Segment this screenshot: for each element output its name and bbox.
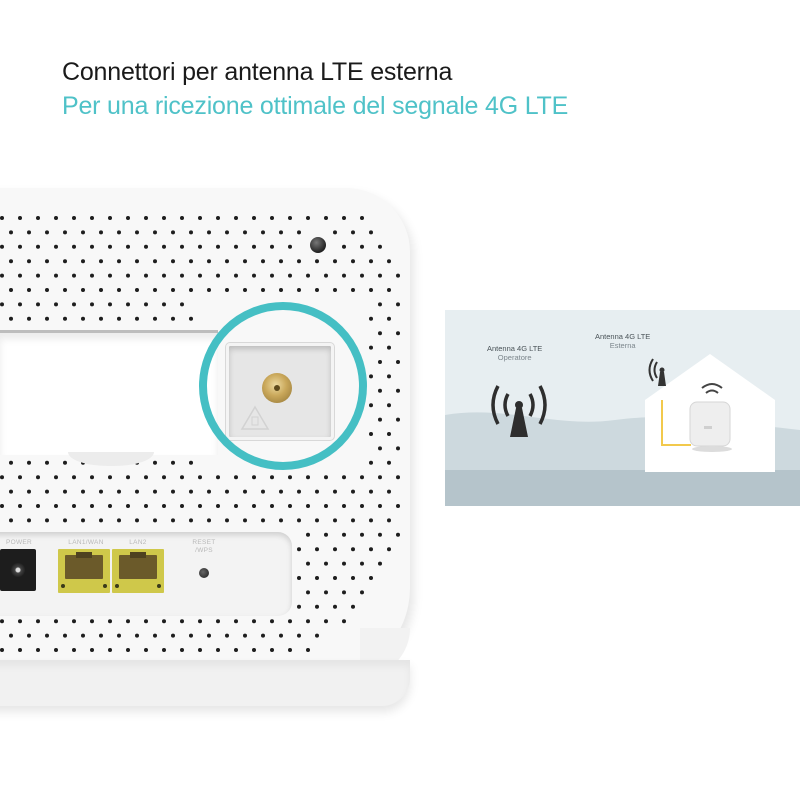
- reset-wps-label: RESET /WPS: [192, 539, 216, 554]
- operator-antenna-label: Antenna 4G LTE Operatore: [487, 344, 542, 362]
- port-led: [157, 584, 161, 588]
- scene-landscape: [445, 354, 800, 506]
- ethernet-port-lan2[interactable]: [112, 549, 164, 593]
- rj45-jack-icon: [119, 552, 157, 579]
- antenna-cable: [661, 400, 691, 446]
- external-antenna-label: Antenna 4G LTE Esterna: [595, 332, 650, 350]
- power-jack[interactable]: [0, 549, 36, 591]
- operator-antenna-title: Antenna 4G LTE: [487, 344, 543, 353]
- indicator-hole: [310, 237, 326, 253]
- operator-antenna-subtitle: Operatore: [497, 353, 532, 362]
- label-notch: [68, 452, 154, 466]
- label-window: [0, 330, 218, 455]
- ethernet-port-lan1-wan[interactable]: [58, 549, 110, 593]
- external-antenna-subtitle: Esterna: [609, 341, 636, 350]
- lan2-port-label: LAN2: [129, 539, 147, 546]
- rj45-jack-icon: [65, 552, 103, 579]
- reset-wps-button[interactable]: [199, 568, 209, 578]
- port-led: [61, 584, 65, 588]
- port-led: [115, 584, 119, 588]
- port-led: [103, 584, 107, 588]
- router-stand: [0, 660, 410, 706]
- lan1-wan-port-label: LAN1/WAN: [68, 539, 104, 546]
- wifi-icon: [701, 383, 723, 394]
- usage-scene-illustration: Antenna 4G LTE Operatore Antenna 4G LTE …: [445, 310, 800, 506]
- external-antenna-icon: [648, 358, 666, 386]
- vent-holes: [0, 216, 400, 652]
- highlight-ring: [199, 302, 367, 470]
- cell-tower-icon: [491, 385, 547, 437]
- headline-title: Connettori per antenna LTE esterna: [62, 58, 453, 86]
- router-icon: [689, 401, 732, 452]
- power-port-label: POWER: [5, 539, 33, 546]
- headline-subtitle: Per una ricezione ottimale del segnale 4…: [62, 92, 569, 120]
- external-antenna-title: Antenna 4G LTE: [595, 332, 651, 341]
